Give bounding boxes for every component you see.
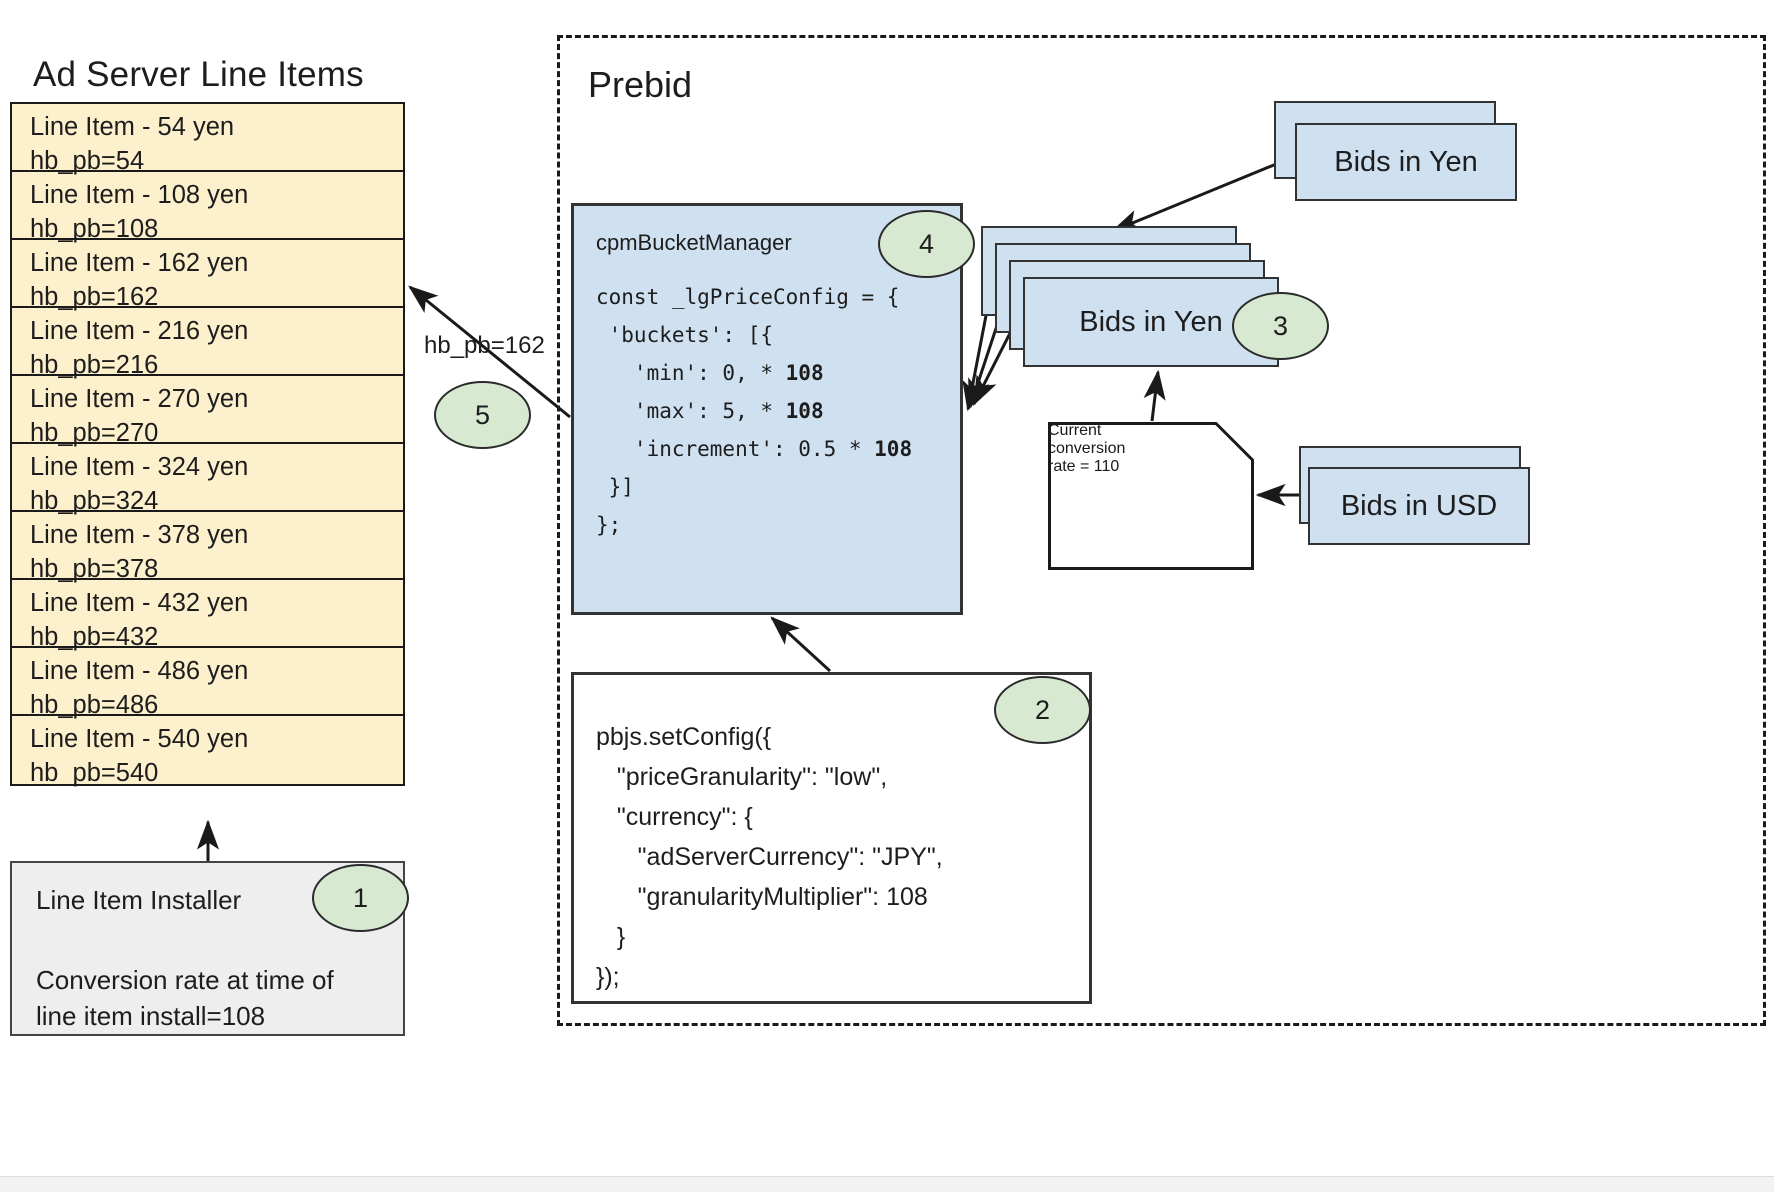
prebid-title: Prebid — [588, 64, 693, 105]
line-item-name: Line Item - 270 yen — [30, 385, 249, 413]
prebid-container — [557, 35, 1766, 1026]
installer-note: Conversion rate at time of line item ins… — [36, 962, 403, 1034]
conversion-note-line2: conversion — [1048, 440, 1126, 457]
code-line-5-value: 108 — [874, 437, 913, 461]
installer-note-line2: line item install=108 — [36, 1001, 266, 1031]
line-item-name: Line Item - 432 yen — [30, 589, 249, 617]
conversion-note-line1: Current — [1048, 422, 1102, 439]
line-items-list: Line Item - 54 yen hb_pb=54 Line Item - … — [10, 102, 405, 787]
line-item-name: Line Item - 324 yen — [30, 453, 249, 481]
edge-label-hb-pb: hb_pb=162 — [424, 332, 545, 359]
line-item-key: hb_pb=162 — [30, 283, 159, 311]
line-item-name: Line Item - 162 yen — [30, 249, 249, 277]
setconfig-line-5: "granularityMultiplier": 108 — [596, 883, 928, 911]
bids-in-usd-card[interactable]: Bids in USD — [1308, 467, 1530, 545]
line-item-key: hb_pb=432 — [30, 623, 159, 651]
step-badge-1[interactable]: 1 — [312, 864, 409, 932]
list-item[interactable]: Line Item - 486 yen hb_pb=486 — [12, 648, 403, 719]
list-item[interactable]: Line Item - 162 yen hb_pb=162 — [12, 240, 403, 311]
bids-in-yen-incoming-label: Bids in Yen — [1334, 145, 1478, 178]
line-item-key: hb_pb=486 — [30, 691, 159, 719]
list-item[interactable]: Line Item - 54 yen hb_pb=54 — [12, 104, 403, 175]
list-item[interactable]: Line Item - 432 yen hb_pb=432 — [12, 580, 403, 651]
line-item-key: hb_pb=216 — [30, 351, 159, 379]
code-line-7: }; — [596, 513, 622, 537]
bids-in-yen-stack-label: Bids in Yen — [1079, 305, 1223, 338]
bids-in-usd-label: Bids in USD — [1340, 489, 1498, 522]
setconfig-line-4: "adServerCurrency": "JPY", — [596, 843, 943, 871]
line-item-name: Line Item - 54 yen — [30, 113, 235, 141]
line-item-key: hb_pb=54 — [30, 147, 145, 175]
line-item-name: Line Item - 216 yen — [30, 317, 249, 345]
line-item-key: hb_pb=540 — [30, 759, 159, 787]
code-line-3-value: 108 — [785, 361, 824, 385]
line-item-name: Line Item - 108 yen — [30, 181, 249, 209]
line-item-name: Line Item - 378 yen — [30, 521, 249, 549]
line-item-installer-box[interactable]: Line Item Installer Conversion rate at t… — [10, 861, 405, 1036]
line-item-key: hb_pb=108 — [30, 215, 159, 243]
step-badge-2[interactable]: 2 — [994, 676, 1091, 744]
line-item-name: Line Item - 486 yen — [30, 657, 249, 685]
bids-in-yen-incoming-card[interactable]: Bids in Yen — [1295, 123, 1517, 201]
cpm-bucket-manager-title: cpmBucketManager — [596, 230, 792, 255]
conversion-note-line3: rate = 110 — [1048, 458, 1120, 475]
code-line-2: 'buckets': [{ — [596, 323, 774, 347]
code-line-3: 'min': 0, * — [596, 361, 786, 385]
cpm-bucket-manager-code: const _lgPriceConfig = { 'buckets': [{ '… — [596, 278, 960, 544]
line-item-key: hb_pb=270 — [30, 419, 159, 447]
list-item[interactable]: Line Item - 108 yen hb_pb=108 — [12, 172, 403, 243]
code-line-4: 'max': 5, * — [596, 399, 786, 423]
list-item[interactable]: Line Item - 270 yen hb_pb=270 — [12, 376, 403, 447]
list-item[interactable]: Line Item - 324 yen hb_pb=324 — [12, 444, 403, 515]
conversion-rate-note-text-wrap: Current conversion rate = 110 — [1048, 422, 1254, 570]
bottom-strip — [0, 1176, 1774, 1192]
set-config-code: pbjs.setConfig({ "priceGranularity": "lo… — [596, 717, 1089, 997]
step-badge-3[interactable]: 3 — [1232, 292, 1329, 360]
step-badge-5[interactable]: 5 — [434, 381, 531, 449]
installer-note-line1: Conversion rate at time of — [36, 965, 334, 995]
installer-title: Line Item Installer — [36, 885, 242, 915]
code-line-6: }] — [596, 475, 634, 499]
setconfig-line-6: } — [596, 923, 626, 951]
setconfig-line-7: }); — [596, 963, 620, 991]
setconfig-line-1: pbjs.setConfig({ — [596, 723, 772, 751]
conversion-note-text: Current conversion rate = 110 — [1048, 422, 1254, 476]
step-badge-4[interactable]: 4 — [878, 210, 975, 278]
line-item-key: hb_pb=324 — [30, 487, 159, 515]
code-line-4-value: 108 — [785, 399, 824, 423]
list-item[interactable]: Line Item - 540 yen hb_pb=540 — [12, 716, 403, 787]
code-line-1: const _lgPriceConfig = { — [596, 285, 900, 309]
code-line-5: 'increment': 0.5 * — [596, 437, 875, 461]
list-item[interactable]: Line Item - 216 yen hb_pb=216 — [12, 308, 403, 379]
setconfig-line-3: "currency": { — [596, 803, 753, 831]
setconfig-line-2: "priceGranularity": "low", — [596, 763, 888, 791]
list-item[interactable]: Line Item - 378 yen hb_pb=378 — [12, 512, 403, 583]
ad-server-title: Ad Server Line Items — [33, 55, 364, 94]
line-item-key: hb_pb=378 — [30, 555, 159, 583]
line-item-name: Line Item - 540 yen — [30, 725, 249, 753]
